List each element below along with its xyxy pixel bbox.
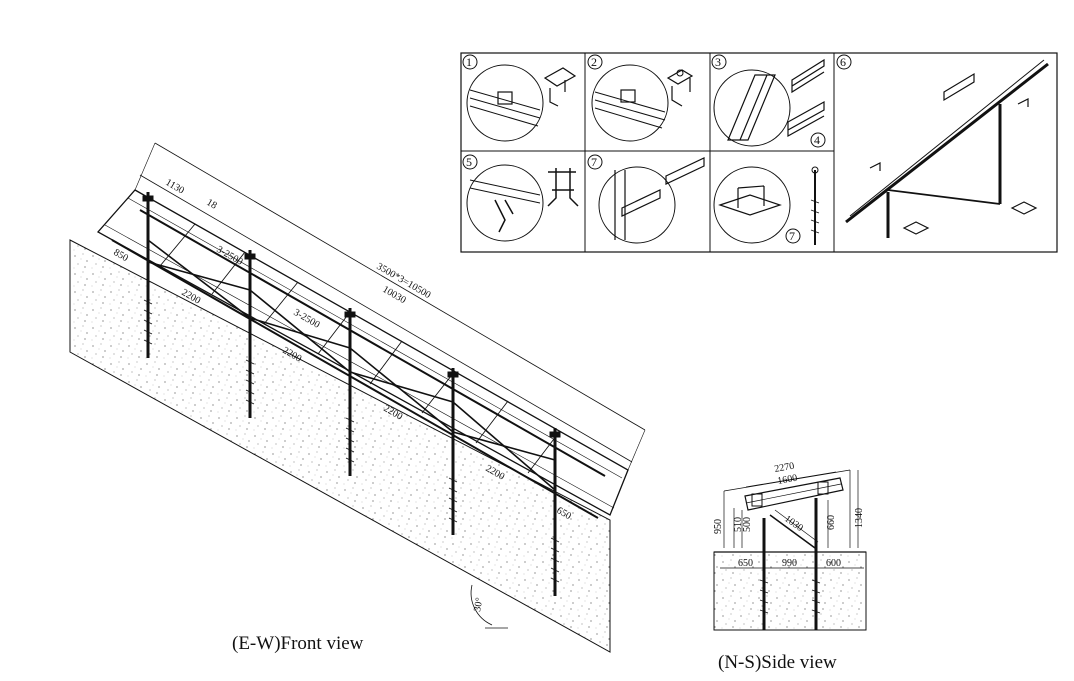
dim-line-total [154, 142, 646, 431]
badge-1: 1 [466, 55, 472, 69]
front-view-caption: (E-W)Front view [232, 633, 364, 654]
dim-brace-1: 3-2500 [215, 244, 245, 268]
slope-angle: 30° [472, 597, 485, 613]
rail-bottom [111, 239, 599, 519]
side-dim-950: 950 [713, 519, 724, 534]
ground-screw-posts [142, 192, 561, 596]
badge-2: 2 [591, 55, 597, 69]
panel-array [96, 189, 629, 516]
component-bracket [466, 164, 579, 242]
component-rails [713, 58, 825, 147]
side-dim-510: 510 [733, 517, 744, 532]
side-dim-2270: 2270 [774, 461, 796, 475]
rail-top [139, 209, 606, 477]
badge-3: 3 [715, 55, 721, 69]
side-dim-1600: 1600 [777, 473, 799, 487]
component-rail-connector [598, 157, 705, 244]
side-dim-1340: 1340 [854, 508, 865, 528]
component-end-clamp [591, 64, 694, 142]
front-view: 3500*3=10500 10030 1130 18 850 650 3-250… [69, 142, 646, 654]
dim-1130: 1130 [164, 177, 187, 196]
side-ground [713, 551, 867, 631]
side-dim-500: 500 [742, 517, 753, 532]
components-grid: 1 2 3 4 5 7 7 6 [460, 52, 1058, 253]
badge-7b: 7 [789, 229, 795, 243]
badge-7a: 7 [591, 155, 597, 169]
side-dim-990: 990 [782, 558, 797, 569]
dim-line-rail [139, 174, 633, 463]
side-dim-1030: 1030 [782, 513, 805, 533]
component-mid-clamp [466, 64, 577, 142]
side-dim-650: 650 [738, 558, 753, 569]
badge-4: 4 [814, 133, 820, 147]
component-number-badges: 1 2 3 4 5 7 7 6 [462, 54, 852, 244]
component-structure [845, 59, 1049, 238]
side-brace [769, 514, 816, 549]
dim-18: 18 [205, 197, 219, 212]
side-view: 2270 1600 950 510 500 1030 660 1340 650 … [713, 461, 867, 673]
badge-6: 6 [840, 55, 846, 69]
ground-slope [69, 239, 611, 653]
component-ground-screw [713, 166, 820, 245]
side-dim-600: 600 [826, 558, 841, 569]
side-dim-660: 660 [826, 515, 837, 530]
side-view-caption: (N-S)Side view [718, 652, 837, 673]
side-panel [744, 477, 844, 511]
slope-angle-arc [470, 584, 493, 626]
badge-5: 5 [466, 155, 472, 169]
